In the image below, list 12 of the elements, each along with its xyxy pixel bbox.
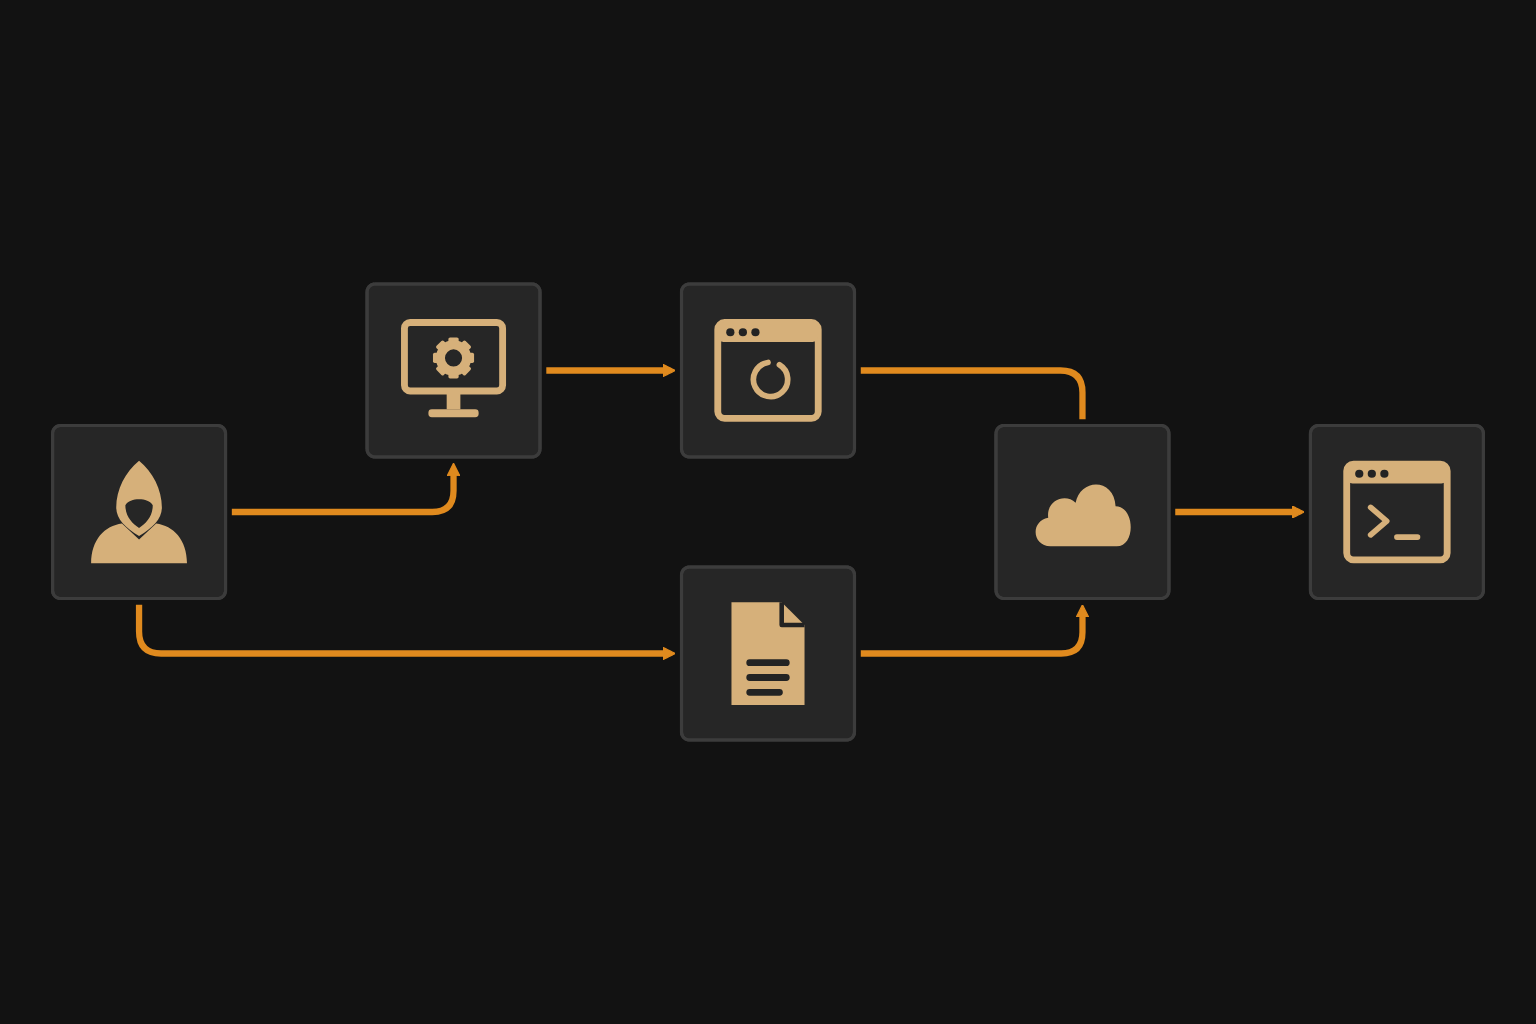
icon-tile bbox=[365, 282, 542, 459]
arrow bbox=[1175, 505, 1305, 519]
icon-tile bbox=[679, 565, 857, 742]
arrow bbox=[135, 604, 676, 661]
connector-line bbox=[860, 367, 1086, 420]
icon-tile bbox=[994, 423, 1171, 601]
icon-tile bbox=[679, 282, 857, 459]
icon-tile bbox=[51, 423, 228, 601]
arrow bbox=[546, 363, 676, 378]
icon-tile bbox=[1308, 423, 1485, 601]
arrow bbox=[860, 604, 1090, 657]
arrow bbox=[231, 462, 461, 516]
